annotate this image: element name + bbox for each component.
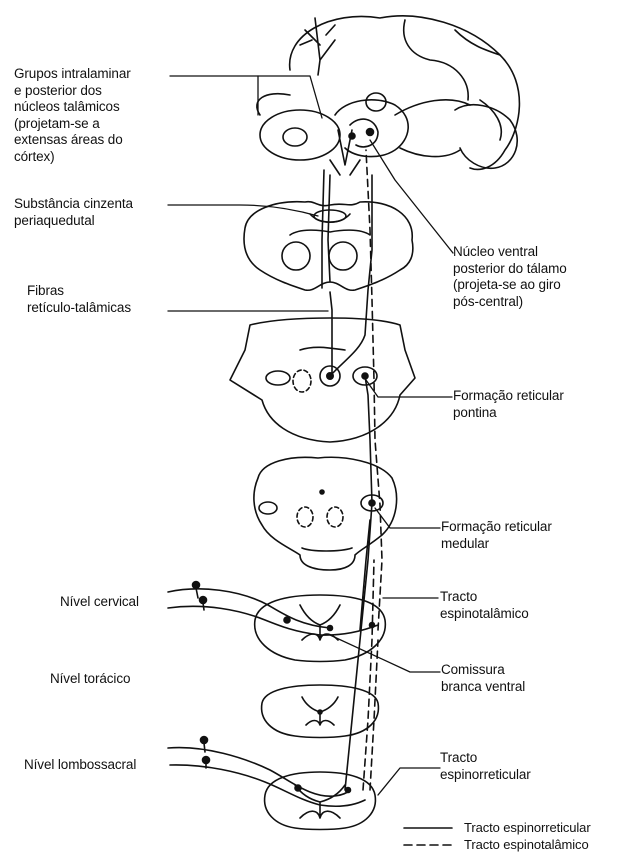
- label-line: (projeta-se ao giro: [453, 277, 567, 294]
- legend-dashed-label: Tracto espinotalâmico: [464, 837, 589, 852]
- label-line: pontina: [453, 405, 564, 422]
- legend-solid-label: Tracto espinorreticular: [464, 820, 591, 835]
- label-line: posterior do tálamo: [453, 261, 567, 278]
- legend: [404, 828, 452, 845]
- label-line: Núcleo ventral: [453, 244, 567, 261]
- label-thoracic-level: Nível torácico: [50, 671, 130, 688]
- label-line: retículo-talâmicas: [27, 300, 131, 317]
- label-line: espinotalâmico: [440, 606, 529, 623]
- lumbosacral-cord-section: [265, 772, 376, 830]
- label-line: Nível torácico: [50, 671, 130, 688]
- label-line: periaquedutal: [14, 213, 133, 230]
- label-pontine-reticular-formation: Formação reticular pontina: [453, 388, 564, 421]
- label-spinoreticular-tract: Tracto espinorreticular: [440, 750, 531, 783]
- label-line: e posterior dos: [14, 83, 131, 100]
- label-periaqueductal-gray: Substância cinzenta periaquedutal: [14, 196, 133, 229]
- label-line: Formação reticular: [453, 388, 564, 405]
- label-line: (projetam-se a: [14, 116, 131, 133]
- label-line: Grupos intralaminar: [14, 66, 131, 83]
- label-line: extensas áreas do: [14, 132, 131, 149]
- label-line: Substância cinzenta: [14, 196, 133, 213]
- label-line: Tracto: [440, 750, 531, 767]
- label-leader-lines: [168, 76, 453, 795]
- label-line: medular: [441, 536, 552, 553]
- label-line: espinorreticular: [440, 767, 531, 784]
- brain-drawing: [257, 16, 520, 175]
- label-line: Comissura: [441, 662, 525, 679]
- label-spinothalamic-tract: Tracto espinotalâmico: [440, 589, 529, 622]
- label-medullary-reticular-formation: Formação reticular medular: [441, 519, 552, 552]
- label-ventral-white-commissure: Comissura branca ventral: [441, 662, 525, 695]
- label-line: Fibras: [27, 283, 131, 300]
- label-lumbosacral-level: Nível lombossacral: [24, 757, 136, 774]
- medulla-section: [254, 457, 397, 570]
- label-cervical-level: Nível cervical: [60, 594, 139, 611]
- label-line: Tracto: [440, 589, 529, 606]
- spinoreticular-tract-lines: [322, 170, 372, 790]
- label-line: núcleos talâmicos: [14, 99, 131, 116]
- label-line: Nível lombossacral: [24, 757, 136, 774]
- label-line: Formação reticular: [441, 519, 552, 536]
- label-line: córtex): [14, 149, 131, 166]
- label-line: Nível cervical: [60, 594, 139, 611]
- label-line: branca ventral: [441, 679, 525, 696]
- pons-section: [230, 318, 415, 442]
- label-ventral-posterior-nucleus: Núcleo ventral posterior do tálamo (proj…: [453, 244, 567, 310]
- label-intralaminar-nuclei: Grupos intralaminar e posterior dos núcl…: [14, 66, 131, 165]
- label-line: pós-central): [453, 294, 567, 311]
- thoracic-cord-section: [262, 685, 379, 738]
- label-reticulothalamic-fibers: Fibras retículo-talâmicas: [27, 283, 131, 316]
